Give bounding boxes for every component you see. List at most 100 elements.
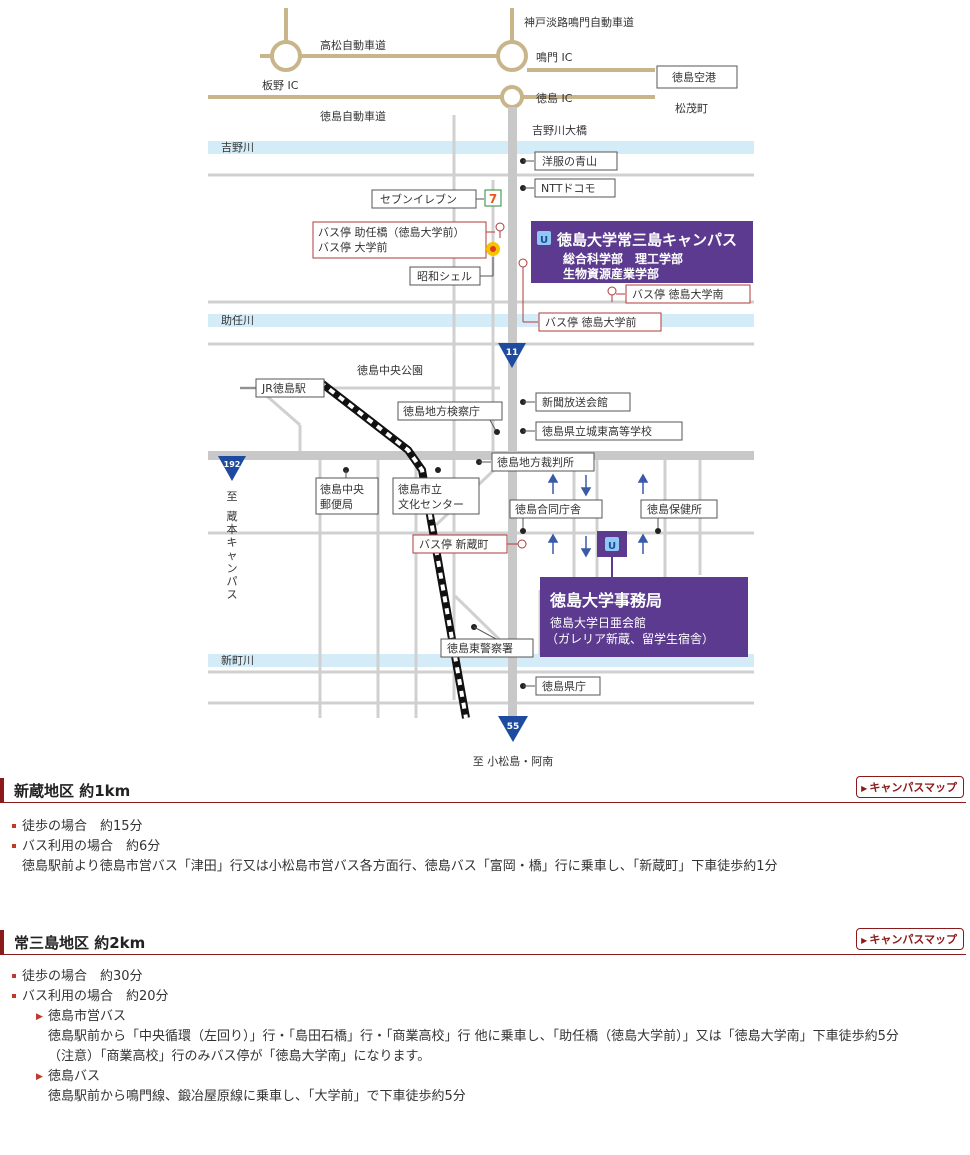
itano-ic-marker (270, 40, 302, 72)
svg-text:55: 55 (507, 722, 520, 732)
svg-text:徳島県庁: 徳島県庁 (542, 679, 586, 693)
airport-label: 徳島空港 (672, 70, 716, 84)
arrow-icon: ▶ (36, 1072, 43, 1082)
svg-text:徳島中央: 徳島中央 (320, 482, 364, 496)
triangle-icon: ▶ (861, 936, 868, 945)
johto-marker: 徳島県立城東高等学校 (520, 421, 683, 441)
svg-text:徳島地方検察庁: 徳島地方検察庁 (403, 404, 480, 418)
route-55-shield: 55 (498, 716, 528, 742)
godo-chosha-marker: 徳島合同庁舎 (509, 499, 603, 534)
svg-text:徳島東警察署: 徳島東警察署 (447, 641, 513, 655)
airport-box (656, 65, 738, 89)
arrow-icon: ▶ (36, 1012, 43, 1022)
svg-text:NTTドコモ: NTTドコモ (541, 182, 595, 195)
svg-text:徳島市立: 徳島市立 (398, 482, 442, 496)
svg-text:徳島保健所: 徳島保健所 (647, 502, 702, 516)
shinmachi-river-label: 新町川 (221, 653, 254, 667)
prefecture-office-marker: 徳島県庁 (520, 676, 601, 696)
yoshino-river-label: 吉野川 (221, 141, 254, 154)
city-bus-item: ▶徳島市営バス (12, 1007, 966, 1027)
kobe-awaji-label: 神戸淡路鳴門自動車道 (524, 15, 634, 29)
svg-text:バス停 徳島大学南: バス停 徳島大学南 (632, 287, 724, 301)
university-office-box: 徳島大学事務局 徳島大学日亜会館 （ガレリア新蔵、留学生宿舎） (540, 577, 748, 657)
section-header: 新蔵地区 約1km ▶キャンパスマップ (0, 776, 966, 803)
section-title: 新蔵地区 約1km (14, 782, 131, 800)
tokushima-bus-description: 徳島駅前から鳴門線、鍛冶屋原線に乗車し、「大学前」で下車徒歩約5分 (48, 1089, 466, 1104)
bus-stop-daigaku-minami: バス停 徳島大学南 (607, 284, 751, 304)
walk-item: 徒歩の場合 約30分 (12, 967, 966, 987)
matsushige-label: 松茂町 (675, 101, 708, 115)
bus-description: 徳島駅前より徳島市営バス「津田」行又は小松島市営バス各方面行、徳島バス「富岡・橋… (22, 859, 778, 874)
tokushima-ic-marker (500, 85, 524, 109)
route-192-shield: 192 (218, 456, 246, 481)
tokushima-ic-label: 徳島 IC (536, 91, 573, 105)
shell-marker: 昭和シェル (409, 242, 500, 286)
svg-text:昭和シェル: 昭和シェル (417, 270, 472, 283)
svg-text:セブンイレブン: セブンイレブン (380, 192, 457, 206)
svg-text:至蔵本キャンパス: 至蔵本キャンパス (227, 490, 238, 601)
triangle-icon: ▶ (861, 784, 868, 793)
svg-text:生物資源産業学部: 生物資源産業学部 (563, 266, 659, 281)
prosecutor-marker: 徳島地方検察庁 (397, 401, 503, 435)
highways (208, 8, 655, 99)
svg-text:192: 192 (224, 460, 241, 469)
city-bus-description: 徳島駅前から「中央循環（左回り）」行・「島田石橋」行・「商業高校」行 他に乗車し… (48, 1029, 899, 1044)
to-kuramoto-label: 至蔵本キャンパス (227, 490, 238, 601)
post-office-marker: 徳島中央 郵便局 (315, 467, 379, 515)
svg-text:徳島合同庁舎: 徳島合同庁舎 (515, 502, 581, 516)
river-sukedo (208, 314, 754, 327)
campus-map-button[interactable]: ▶キャンパスマップ (856, 928, 964, 950)
svg-text:徳島大学常三島キャンパス: 徳島大学常三島キャンパス (556, 231, 737, 249)
bridge-label: 吉野川大橋 (532, 123, 587, 137)
takamatsu-expressway-label: 高松自動車道 (320, 38, 386, 52)
tokushima-expressway-label: 徳島自動車道 (320, 109, 386, 123)
svg-text:総合科学部 理工学部: 総合科学部 理工学部 (563, 251, 683, 266)
police-marker: 徳島東警察署 (440, 624, 534, 658)
bus-item: バス利用の場合 約20分 (12, 987, 966, 1007)
svg-text:U: U (608, 541, 616, 552)
tokushima-bus-item: ▶徳島バス (12, 1067, 966, 1087)
svg-text:U: U (540, 235, 548, 246)
jr-station-marker: JR徳島駅 (240, 378, 325, 398)
svg-text:新聞放送会館: 新聞放送会館 (542, 395, 608, 409)
svg-text:（ガレリア新蔵、留学生宿舎）: （ガレリア新蔵、留学生宿舎） (546, 631, 714, 646)
svg-text:徳島県立城東高等学校: 徳島県立城東高等学校 (542, 424, 652, 438)
svg-text:徳島大学事務局: 徳島大学事務局 (549, 591, 662, 610)
seven-eleven-marker: セブンイレブン 7 (371, 189, 502, 209)
svg-text:徳島大学日亜会館: 徳島大学日亜会館 (550, 615, 646, 630)
river-yoshino (208, 141, 754, 154)
svg-text:バス停 徳島大学前: バス停 徳島大学前 (545, 315, 637, 329)
itano-ic-label: 板野 IC (262, 78, 299, 92)
svg-text:バス停 助任橋（徳島大学前）: バス停 助任橋（徳島大学前） (318, 225, 465, 239)
route-192-road (208, 451, 754, 460)
svg-text:文化センター: 文化センター (398, 497, 464, 511)
access-map: 高松自動車道 神戸淡路鳴門自動車道 徳島自動車道 板野 IC 鳴門 IC 徳島 … (208, 8, 754, 768)
bus-item: バス利用の場合 約6分 (12, 837, 966, 857)
josanjima-campus-box: U 徳島大学常三島キャンパス 総合科学部 理工学部 生物資源産業学部 (531, 221, 753, 283)
central-park-label: 徳島中央公園 (357, 363, 423, 377)
svg-text:バス停 新蔵町: バス停 新蔵町 (419, 537, 489, 551)
bunka-center-marker: 徳島市立 文化センター (392, 467, 480, 515)
docomo-marker: NTTドコモ (520, 178, 616, 198)
bus-stop-daigaku-mae: バス停 徳島大学前 (518, 258, 662, 332)
svg-text:7: 7 (489, 192, 497, 206)
route-11-shield: 11 (498, 343, 526, 368)
hoken-marker: 徳島保健所 (640, 499, 718, 534)
river-shinmachi (208, 654, 754, 667)
svg-text:11: 11 (506, 348, 519, 358)
svg-text:洋服の青山: 洋服の青山 (542, 154, 597, 168)
to-komatsushima-label: 至 小松島・阿南 (473, 754, 554, 768)
city-bus-note: （注意）「商業高校」行のみバス停が「徳島大学南」になります。 (48, 1049, 431, 1064)
section-shinkura: 新蔵地区 約1km ▶キャンパスマップ 徒歩の場合 約15分 バス利用の場合 約… (0, 776, 966, 877)
office-marker: U (597, 531, 627, 578)
campus-map-button[interactable]: ▶キャンパスマップ (856, 776, 964, 798)
section-header: 常三島地区 約2km ▶キャンパスマップ (0, 928, 966, 955)
court-marker: 徳島地方裁判所 (476, 452, 595, 472)
bus-stop-shinkura: バス停 新蔵町 (412, 534, 527, 554)
section-josanjima: 常三島地区 約2km ▶キャンパスマップ 徒歩の場合 約30分 バス利用の場合 … (0, 928, 966, 1107)
one-way-arrows (547, 473, 649, 558)
naruto-ic-label: 鳴門 IC (536, 50, 573, 64)
section-title: 常三島地区 約2km (14, 934, 146, 952)
walk-item: 徒歩の場合 約15分 (12, 817, 966, 837)
bus-stop-sukedo: バス停 助任橋（徳島大学前） バス停 大学前 (312, 221, 505, 259)
